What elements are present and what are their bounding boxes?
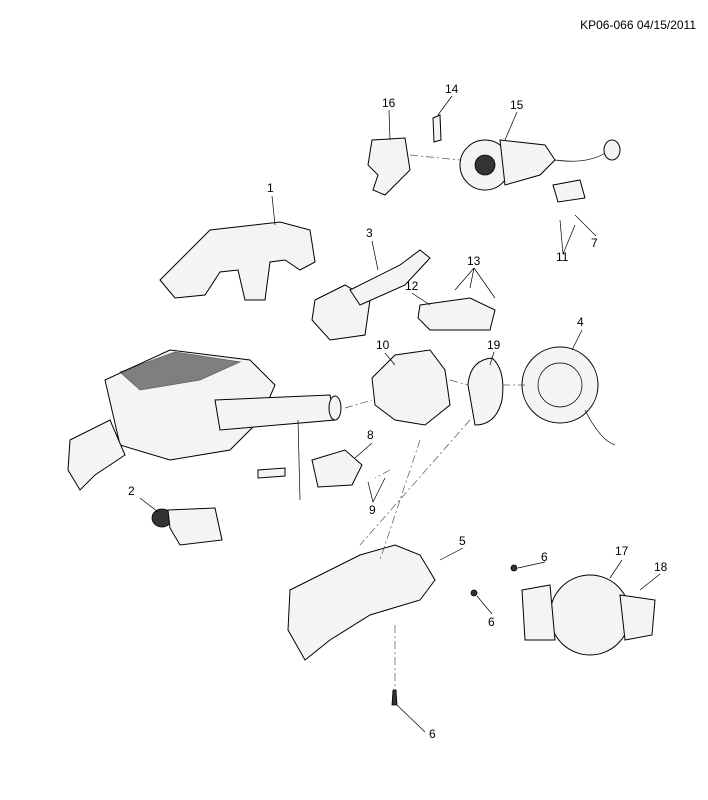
lower-shroud bbox=[287, 544, 436, 661]
bracket bbox=[417, 297, 496, 331]
callout-11: 11 bbox=[556, 250, 569, 264]
wiper-switch bbox=[311, 249, 431, 341]
callout-4: 4 bbox=[577, 315, 584, 329]
callout-10: 10 bbox=[376, 338, 390, 352]
callout-15: 15 bbox=[510, 98, 524, 112]
callout-18: 18 bbox=[654, 560, 668, 574]
callout-6a: 6 bbox=[541, 550, 548, 564]
column-assembly bbox=[521, 574, 656, 656]
screw bbox=[510, 564, 518, 572]
callout-17: 17 bbox=[615, 544, 629, 558]
upper-shroud bbox=[159, 221, 316, 301]
screw bbox=[470, 589, 478, 597]
callout-19: 19 bbox=[487, 338, 501, 352]
callout-12: 12 bbox=[405, 279, 419, 293]
steering-column-module bbox=[371, 349, 451, 426]
sensor bbox=[467, 357, 504, 426]
callout-14: 14 bbox=[445, 82, 459, 96]
callout-2: 2 bbox=[128, 484, 135, 498]
bolt bbox=[432, 114, 442, 143]
ignition-switch bbox=[367, 137, 411, 196]
steering-column bbox=[67, 349, 342, 501]
callout-1: 1 bbox=[267, 181, 274, 195]
callouts: 1 2 3 4 5 6 6 6 7 8 9 10 11 12 13 14 15 … bbox=[128, 82, 668, 741]
ignition-lock-housing bbox=[459, 139, 621, 203]
drawing-id: KP06-066 04/15/2011 bbox=[580, 18, 696, 32]
callout-13: 13 bbox=[467, 254, 481, 268]
callout-3: 3 bbox=[366, 226, 373, 240]
headlamp-switch bbox=[151, 507, 223, 546]
switch bbox=[311, 449, 363, 488]
callout-8: 8 bbox=[367, 428, 374, 442]
callout-5: 5 bbox=[459, 534, 466, 548]
callout-6c: 6 bbox=[429, 727, 436, 741]
callout-6b: 6 bbox=[488, 615, 495, 629]
clockspring bbox=[521, 346, 616, 446]
callout-16: 16 bbox=[382, 96, 396, 110]
callout-7: 7 bbox=[591, 236, 598, 250]
callout-9: 9 bbox=[369, 503, 376, 517]
screw bbox=[391, 689, 398, 706]
